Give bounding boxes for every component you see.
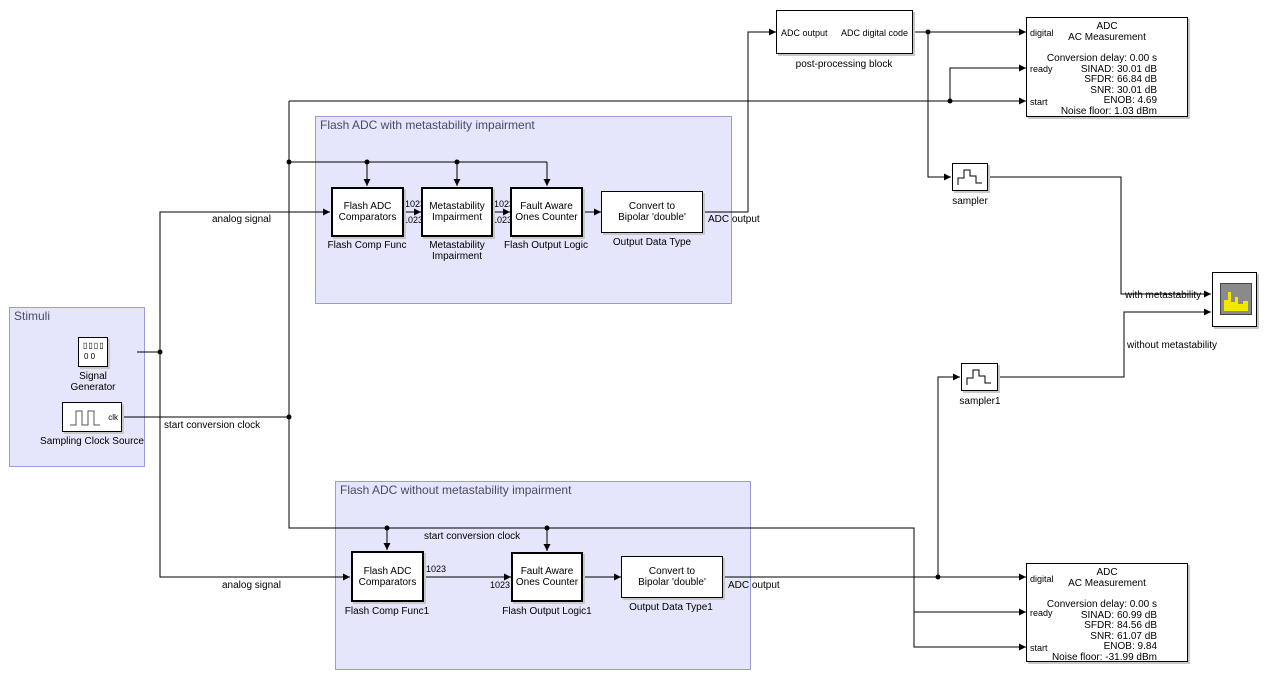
post-processing-block-name: post-processing block (795, 59, 893, 70)
sampler1-name: sampler1 (959, 396, 1001, 407)
port-label-1023: 1023 (426, 564, 447, 574)
enob: ENOB: 9.84 (1103, 641, 1157, 652)
sampling-clock-name: Sampling Clock Source (40, 436, 144, 447)
flash-output-logic1-block[interactable]: Fault Aware Ones Counter (511, 552, 583, 602)
metastability-impairment-name: Metastability Impairment (429, 240, 485, 262)
output-data-type-block[interactable]: Convert to Bipolar 'double' (601, 191, 703, 233)
flash-output-logic1-name: Flash Output Logic1 (502, 606, 592, 617)
analog-signal-label: analog signal (212, 214, 271, 225)
ac-measurement-block[interactable]: ADC AC Measurement digital ready start C… (1026, 563, 1188, 662)
block-text: Flash ADC Comparators (358, 565, 417, 588)
block-title: ADC AC Measurement (1068, 21, 1146, 43)
output-data-type-name: Output Data Type (612, 237, 692, 248)
ready-port-label: ready (1030, 608, 1053, 618)
flash-comp-func1-name: Flash Comp Func1 (344, 606, 430, 617)
without-metastability-label: without metastability (1127, 340, 1218, 351)
sampler-name: sampler (952, 196, 988, 207)
area-title: Stimuli (14, 309, 51, 323)
block-text: Convert to Bipolar 'double' (638, 566, 706, 588)
zero-order-hold-icon (966, 369, 991, 385)
port-label-1023: 1023 (492, 215, 513, 225)
scope-icon (1220, 283, 1252, 315)
spectrum-display (1224, 292, 1248, 311)
block-text: Convert to Bipolar 'double' (618, 201, 686, 223)
conversion-delay: Conversion delay: 0.00 s (1046, 53, 1157, 64)
signal-generator-block[interactable]: ▯▯▯▯ 0 0 (78, 337, 108, 367)
flash-comp-func-block[interactable]: Flash ADC Comparators (331, 187, 404, 237)
start-port-label: start (1030, 97, 1048, 107)
port-label-1023: 1023 (494, 199, 515, 209)
clk-port-label: clk (108, 413, 118, 422)
snr: SNR: 61.07 dB (1090, 630, 1157, 642)
sfdr: SFDR: 84.56 dB (1084, 620, 1157, 631)
sinad: SINAD: 60.99 dB (1080, 609, 1157, 621)
sampler-block[interactable] (952, 163, 988, 191)
digital-port-label: digital (1030, 28, 1054, 38)
signal-generator-display: 0 0 (84, 352, 96, 361)
clock-pulse-icon (70, 410, 100, 426)
ready-port-label: ready (1030, 64, 1053, 74)
port-label-1023: 1023 (490, 580, 511, 590)
area-title: Flash ADC with metastability impairment (320, 118, 535, 132)
flash-output-logic-name: Flash Output Logic (504, 240, 588, 251)
sfdr: SFDR: 66.84 dB (1084, 74, 1157, 85)
noise-floor: Noise floor: -31.99 dBm (1051, 651, 1157, 663)
conversion-delay: Conversion delay: 0.00 s (1046, 599, 1157, 610)
noise-floor: Noise floor: 1.03 dBm (1060, 105, 1157, 117)
digital-port-label: digital (1030, 574, 1054, 584)
sinad: SINAD: 30.01 dB (1080, 63, 1157, 75)
signal-generator-name: Signal Generator (70, 371, 116, 393)
stimuli-area[interactable]: Stimuli (9, 307, 145, 467)
sampling-clock-block[interactable]: clk (62, 402, 122, 432)
output-data-type1-name: Output Data Type1 (629, 602, 713, 613)
with-metastability-label: with metastability (1125, 290, 1202, 301)
adc-digital-code-port-label: ADC digital code (840, 28, 908, 38)
output-data-type1-block[interactable]: Convert to Bipolar 'double' (621, 556, 723, 598)
analog-signal-label: analog signal (222, 580, 281, 591)
adc-output-label: ADC output (708, 214, 760, 225)
block-text: Fault Aware Ones Counter (515, 566, 579, 588)
start-conversion-clock-label: start conversion clock (424, 531, 521, 542)
block-text: Metastability Impairment (429, 201, 485, 223)
spectrum-scope-block[interactable] (1212, 272, 1257, 327)
block-text: Flash ADC Comparators (338, 201, 397, 223)
start-conversion-clock-label: start conversion clock (164, 420, 261, 431)
area-title: Flash ADC without metastability impairme… (340, 483, 572, 497)
measurement-results: Conversion delay: 0.00 s SINAD: 30.01 dB… (1046, 53, 1157, 117)
ac-measurement-block[interactable]: ADC AC Measurement digital ready start C… (1026, 17, 1188, 117)
zero-order-hold-icon (957, 169, 982, 185)
flash-output-logic-block[interactable]: Fault Aware Ones Counter (510, 187, 583, 237)
adc-output-label: ADC output (728, 580, 780, 591)
flash-comp-func1-block[interactable]: Flash ADC Comparators (351, 551, 424, 602)
port-label-1023: 1023 (405, 199, 426, 209)
metastability-impairment-block[interactable]: Metastability Impairment (421, 187, 493, 237)
start-port-label: start (1030, 643, 1048, 653)
block-title: ADC AC Measurement (1068, 567, 1146, 589)
flash-comp-func-name: Flash Comp Func (327, 240, 407, 251)
snr: SNR: 30.01 dB (1090, 84, 1157, 96)
port-label-1023: 1023 (403, 215, 424, 225)
signal-generator-icon: ▯▯▯▯ (83, 341, 105, 350)
adc-output-port-label: ADC output (781, 28, 828, 38)
enob: ENOB: 4.69 (1103, 95, 1157, 106)
sampler1-block[interactable] (961, 363, 998, 391)
measurement-results: Conversion delay: 0.00 s SINAD: 60.99 dB… (1046, 599, 1157, 663)
post-processing-block[interactable]: ADC output ADC digital code (776, 10, 913, 54)
block-text: Fault Aware Ones Counter (515, 201, 578, 223)
